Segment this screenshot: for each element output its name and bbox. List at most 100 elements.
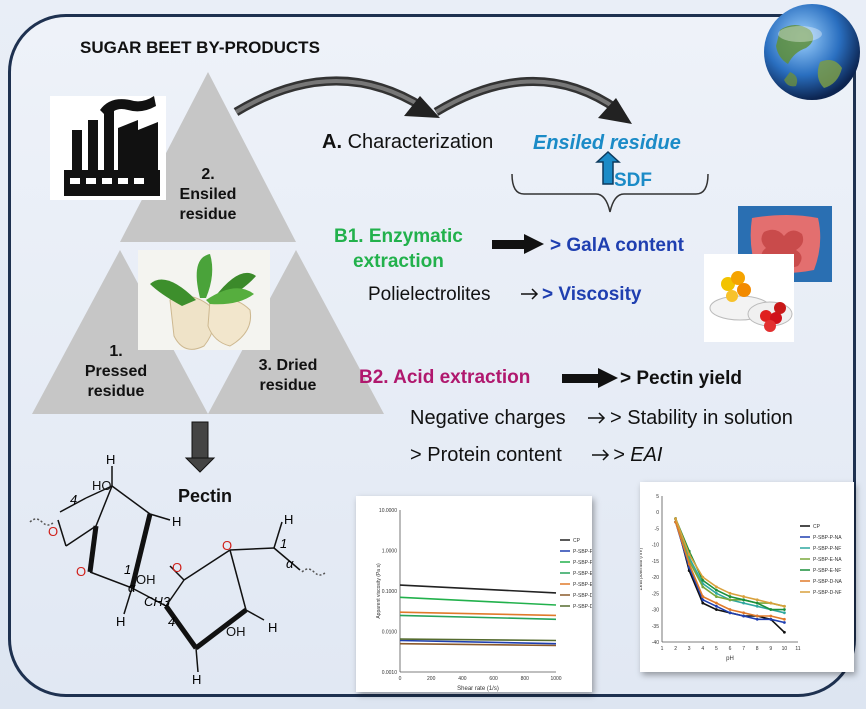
block-arrow-b2 [562,368,618,388]
atom-label: 1 [280,536,288,551]
data-point [728,595,732,598]
triangle-pressed [32,250,208,414]
pressed-residue-label: 1. Pressed residue [68,342,164,402]
data-point [783,604,786,608]
eai-value: > EAI [613,444,663,466]
data-point [715,604,718,608]
y-tick-label: 5 [656,494,659,500]
x-tick-label: 1 [661,646,664,652]
series-line [399,596,557,606]
legend-label: P-SBP-D-NA [813,579,843,585]
data-point [783,621,786,624]
data-point [728,598,732,602]
legend-label: P-SBP-D-F [573,604,592,610]
data-point [687,553,691,556]
label-a: A. [322,131,342,153]
triangle-dried [208,250,384,414]
data-point [755,614,759,618]
data-point [742,614,745,618]
b2-label: B2. Acid extraction [359,367,531,388]
series-line [399,639,557,645]
sugar-beet-icon [138,250,270,350]
y-tick-label: 0.0100 [382,630,398,636]
data-point [715,588,718,592]
x-tick-label: 2 [674,646,677,652]
legend-label: P-SBP-E-NF [813,568,841,574]
data-point [742,598,745,602]
series-line [399,584,557,594]
data-point [728,611,732,615]
atom-label: H [284,512,294,527]
pectin-label: Pectin [178,486,233,506]
data-point [755,617,759,621]
y-tick-label: -40 [652,640,659,646]
label-line: 1. [109,343,123,360]
y-tick-label: 10.0000 [379,508,397,514]
series-line [399,611,557,617]
atom-label: 4 [168,614,176,629]
series-line [399,638,557,642]
y-tick-label: -25 [652,591,659,597]
arrow-right-icon [521,288,539,300]
atom-label: H [116,614,126,629]
data-point [701,585,705,589]
y-tick-label: 0.0010 [382,670,398,676]
data-point [701,578,705,582]
galA-result: > GalA content [550,235,684,256]
atom-label: H [192,672,202,687]
data-point [701,598,705,602]
protein-content-text: > Protein content [410,444,562,466]
label-line: B1. Enzymatic [334,226,463,247]
data-point [715,585,718,589]
characterization-row: A. Characterization [322,131,493,154]
atom-label: H [172,514,182,529]
label-line: residue [179,206,237,223]
atom-label: HO [92,478,112,493]
y-tick-label: -20 [652,575,659,581]
y-tick-label: -35 [652,624,659,630]
atom-label: O [222,538,233,553]
x-tick-label: 400 [458,676,467,682]
label-line: extraction [353,251,444,272]
legend-label: P-SBP-E-NA [813,557,842,563]
x-tick-label: 7 [742,646,745,652]
data-point [687,562,691,566]
y-tick-label: -10 [652,543,659,549]
y-tick-label: -5 [655,526,660,532]
down-arrow-icon [184,421,216,473]
data-point [715,601,718,605]
x-tick-label: 5 [715,646,718,652]
data-point [783,611,786,615]
data-point [701,575,705,579]
data-point [769,614,773,618]
label-line: Ensiled [179,186,237,203]
atom-label: CH3 [144,594,171,609]
x-tick-label: 3 [688,646,691,652]
pectin-structure [29,466,327,673]
atom-label: 1 [124,562,132,577]
series-line [399,614,557,621]
y-tick-label: 0 [656,510,659,516]
y-tick-label: 0.1000 [382,589,398,595]
y-tick-label: 1.0000 [382,549,398,555]
atom-label: H [106,452,116,467]
b1-label: B1. Enzymatic extraction [334,224,463,274]
legend-label: P-SBP-D-M [573,593,592,599]
ensiled-residue-label: 2. Ensiled residue [160,165,256,225]
block-arrow-b1 [492,234,544,254]
x-tick-label: 4 [701,646,704,652]
atom-label: O [76,564,87,579]
x-tick-label: 9 [769,646,772,652]
legend-label: P-SBP-P-F [573,560,592,566]
page-title: SUGAR BEET BY-PRODUCTS [80,38,320,57]
characterization-label: Characterization [347,131,494,153]
series-line [674,521,785,621]
x-tick-label: 800 [521,676,530,682]
globe-icon [764,4,860,100]
label-line: 2. [201,166,215,183]
atom-label: α [128,580,136,595]
x-tick-label: 1000 [550,676,561,682]
ensiled-residue-text: Ensiled residue [533,132,681,154]
